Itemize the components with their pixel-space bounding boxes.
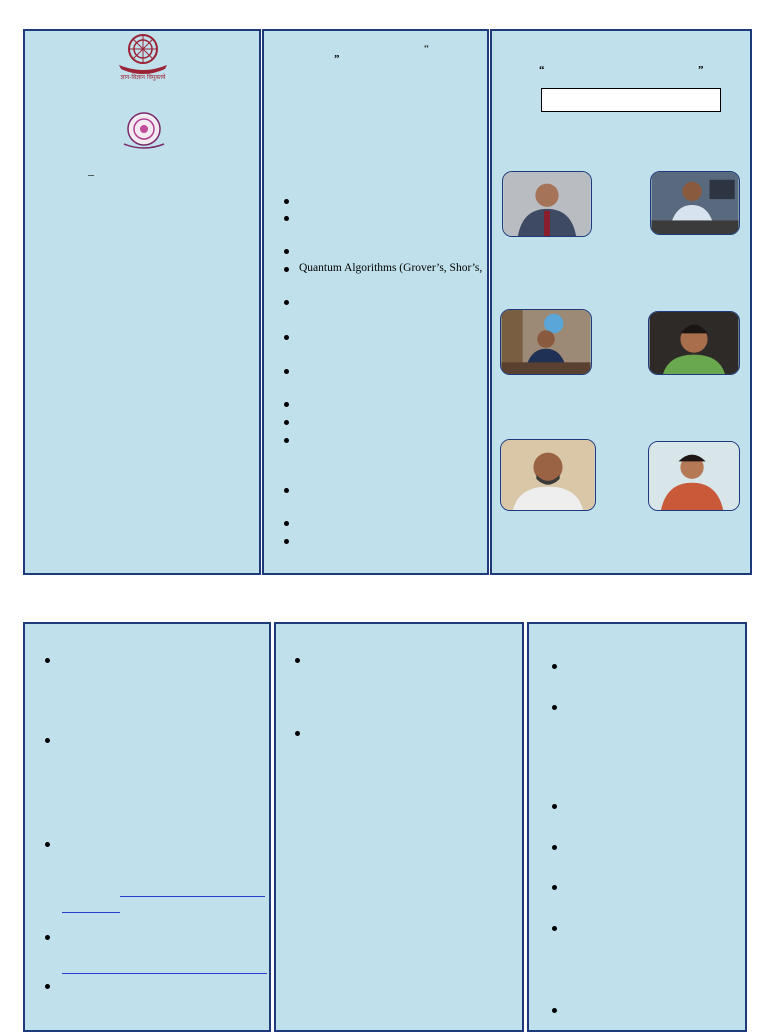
person-photo-icon (651, 172, 739, 234)
page2-left-panel (23, 622, 271, 1032)
bullet (284, 402, 289, 407)
bullet (552, 1008, 557, 1013)
speaker-photo (500, 439, 596, 511)
speaker-photo (502, 171, 592, 237)
left-panel-dash: – (88, 167, 94, 181)
topic-quantum-algorithms: Quantum Algorithms (Grover’s, Shor’s, (299, 262, 483, 274)
speaker-photo (648, 311, 740, 375)
hyperlink-underline[interactable] (62, 973, 267, 974)
speaker-photo (500, 309, 592, 375)
bullet (552, 885, 557, 890)
page1-middle-panel: “ ” Quantum Algorithms (Grover’s, Shor’s… (262, 29, 489, 575)
page1-left-panel: ज्ञान-विज्ञान विमुक्तये – (23, 29, 261, 575)
page2-right-panel (527, 622, 747, 1032)
bullet (284, 369, 289, 374)
middle-quote-open: “ (424, 43, 429, 55)
person-photo-icon (649, 442, 739, 510)
bullet (284, 438, 289, 443)
bullet (284, 300, 289, 305)
bullet (284, 335, 289, 340)
bullet (284, 249, 289, 254)
speaker-photo (650, 171, 740, 235)
bullet (284, 488, 289, 493)
ugc-logo: ज्ञान-विज्ञान विमुक्तये (105, 31, 181, 85)
page2-middle-panel (274, 622, 524, 1032)
bullet (284, 521, 289, 526)
ugc-emblem-icon (119, 34, 167, 74)
bullet (45, 842, 50, 847)
bullet (45, 738, 50, 743)
right-title-box (541, 88, 721, 112)
bullet (45, 984, 50, 989)
bullet (45, 658, 50, 663)
hyperlink-underline[interactable] (62, 912, 120, 913)
bullet (295, 731, 300, 736)
bullet (552, 664, 557, 669)
bullet (284, 420, 289, 425)
bullet (284, 216, 289, 221)
bullet (552, 705, 557, 710)
bullet (552, 845, 557, 850)
bullet (284, 199, 289, 204)
hyperlink-underline[interactable] (120, 896, 265, 897)
person-photo-icon (501, 440, 595, 510)
middle-quote-close: ” (334, 53, 340, 65)
bullet (45, 935, 50, 940)
person-photo-icon (649, 312, 739, 374)
right-quote-open: “ (539, 64, 545, 76)
bullet (295, 658, 300, 663)
bullet (284, 539, 289, 544)
speaker-photo (648, 441, 740, 511)
person-photo-icon (501, 310, 591, 374)
right-quote-close: ” (698, 64, 704, 76)
university-seal-icon (123, 112, 165, 149)
university-logo (114, 110, 174, 152)
ugc-motto: ज्ञान-विज्ञान विमुक्तये (120, 74, 166, 81)
bullet (284, 267, 289, 272)
person-photo-icon (503, 172, 591, 236)
bullet (552, 926, 557, 931)
bullet (552, 804, 557, 809)
page1-right-panel: “ ” (490, 29, 752, 575)
